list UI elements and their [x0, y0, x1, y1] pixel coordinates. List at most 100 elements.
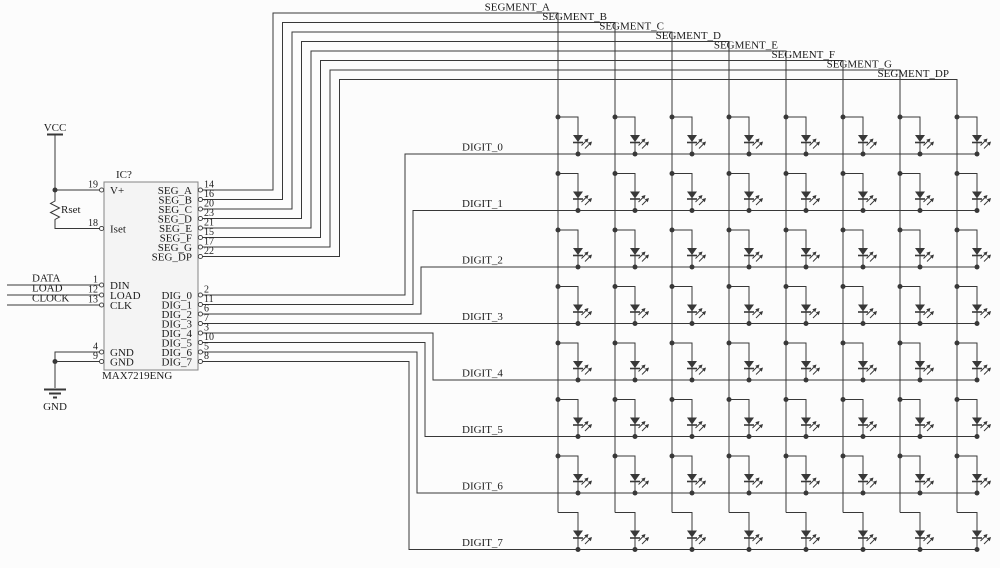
- led-icon: [744, 417, 754, 425]
- junction-dot: [954, 227, 960, 233]
- segment-net-label: SEGMENT_D: [656, 30, 721, 42]
- led-arrowhead: [587, 537, 592, 542]
- led-icon: [687, 361, 697, 368]
- led-arrowhead: [641, 421, 646, 426]
- led-icon: [858, 474, 868, 481]
- segment-net-label: SEGMENT_B: [542, 11, 607, 23]
- junction-dot: [783, 397, 789, 402]
- segment-column-wire: [202, 12, 559, 513]
- segment-column-wire: [202, 31, 673, 513]
- junction-dot: [860, 490, 866, 496]
- led-arrowhead: [926, 138, 931, 143]
- led-arrowhead: [986, 311, 991, 316]
- led-cell: [783, 227, 820, 270]
- segment-column-wire: [202, 41, 730, 513]
- junction-dot: [555, 227, 561, 233]
- junction-dot: [840, 340, 846, 346]
- led-icon: [972, 191, 982, 199]
- junction-dot: [840, 397, 846, 402]
- digit-net-label: DIGIT_6: [462, 481, 503, 493]
- led-arrowhead: [758, 537, 763, 542]
- junction-dot: [860, 208, 866, 213]
- led-arrowhead: [701, 198, 706, 203]
- junction-dot: [575, 547, 581, 552]
- junction-dot: [632, 321, 638, 326]
- ic-pin-name: DIG_5: [161, 337, 192, 349]
- ic-pin-name: SEG_C: [158, 204, 192, 216]
- led-cell: [783, 284, 820, 326]
- junction-dot: [803, 321, 809, 326]
- led-arrowhead: [698, 534, 703, 539]
- segment-net-label: SEGMENT_DP: [877, 68, 949, 80]
- junction-dot: [954, 453, 960, 459]
- ic-pin-number: 1: [93, 275, 98, 286]
- led-cell: [726, 114, 763, 157]
- junction-dot: [860, 264, 866, 270]
- junction-dot: [803, 377, 809, 383]
- junction-dot: [954, 114, 960, 120]
- led-cell: [840, 453, 877, 496]
- ic-pin-number: 8: [204, 351, 209, 362]
- led-arrowhead: [926, 421, 931, 426]
- led-icon: [744, 191, 754, 199]
- ic-pin-number: 22: [204, 246, 214, 257]
- led-arrowhead: [929, 311, 934, 316]
- led-cell: [897, 114, 934, 157]
- led-arrowhead: [641, 534, 646, 539]
- net-labels: SEGMENT_ASEGMENT_BSEGMENT_CSEGMENT_DSEGM…: [32, 2, 949, 550]
- led-arrowhead: [986, 198, 991, 203]
- junction-dot: [632, 264, 638, 270]
- led-arrowhead: [869, 308, 874, 313]
- junction-dot: [612, 171, 618, 176]
- led-arrowhead: [815, 198, 820, 203]
- led-cell: [954, 114, 991, 157]
- led-cell: [897, 397, 934, 439]
- ic-pin-name: Iset: [110, 223, 126, 235]
- led-arrowhead: [701, 141, 706, 146]
- led-arrowhead: [869, 421, 874, 426]
- led-cell: [612, 453, 649, 496]
- led-icon: [573, 530, 583, 538]
- led-cell: [840, 397, 877, 439]
- led-arrowhead: [926, 477, 931, 482]
- junction-dot: [612, 453, 618, 459]
- digit-row-wire: [202, 332, 977, 381]
- led-cell: [954, 284, 991, 326]
- junction-dot: [555, 340, 561, 346]
- junction-dot: [974, 208, 980, 213]
- led-cell: [555, 397, 592, 439]
- led-icon: [801, 135, 811, 142]
- ic-pin-number: 6: [204, 304, 209, 315]
- ic-body: [103, 181, 199, 371]
- junction-dot: [575, 377, 581, 383]
- led-arrowhead: [986, 480, 991, 485]
- led-arrowhead: [698, 251, 703, 256]
- led-arrowhead: [815, 480, 820, 485]
- pin-circle-icon: [197, 206, 203, 212]
- led-arrowhead: [926, 195, 931, 200]
- junction-dot: [632, 490, 638, 496]
- led-arrowhead: [815, 254, 820, 259]
- led-cell: [954, 397, 991, 439]
- pin-circle-icon: [197, 358, 203, 365]
- led-icon: [801, 474, 811, 481]
- led-cell: [669, 284, 706, 326]
- led-arrowhead: [701, 311, 706, 316]
- ic-pin-number: 9: [93, 351, 98, 362]
- ic-pin-name: DIG_1: [161, 299, 192, 311]
- led-arrowhead: [986, 367, 991, 372]
- pin-circle-icon: [197, 253, 203, 260]
- junction-dot: [575, 208, 581, 213]
- led-arrowhead: [929, 424, 934, 429]
- led-arrowhead: [926, 364, 931, 369]
- led-arrowhead: [641, 195, 646, 200]
- led-icon: [687, 248, 697, 255]
- led-arrowhead: [644, 311, 649, 316]
- junction-dot: [726, 284, 732, 289]
- led-icon: [630, 304, 640, 312]
- led-arrowhead: [983, 364, 988, 369]
- junction-dot: [669, 227, 675, 233]
- junction-dot: [783, 227, 789, 233]
- led-arrowhead: [758, 141, 763, 146]
- junction-dot: [783, 284, 789, 289]
